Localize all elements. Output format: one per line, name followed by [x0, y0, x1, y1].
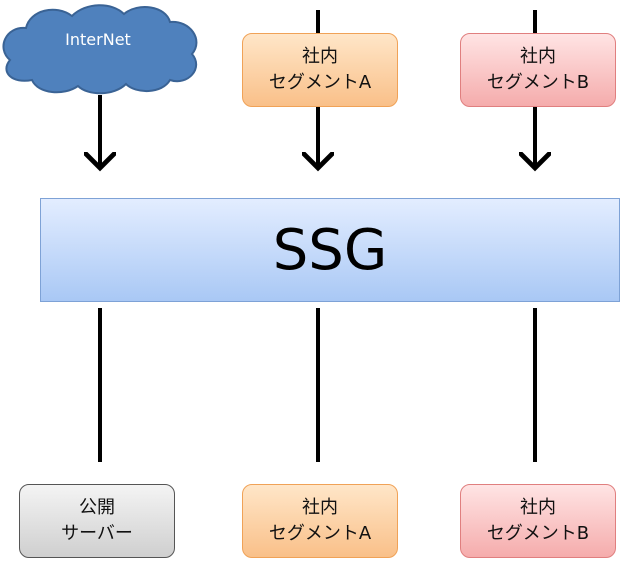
top-segment-b-line2: セグメントB	[486, 72, 590, 93]
top-segment-a-box: 社内 セグメントA	[242, 33, 398, 107]
bottom-public-server-line2: サーバー	[61, 523, 133, 544]
bottom-segment-a-line1: 社内	[302, 497, 338, 518]
bottom-segment-b-line2: セグメントB	[486, 523, 590, 544]
bottom-segment-a-line2: セグメントA	[268, 523, 372, 544]
top-segment-a-line1: 社内	[302, 46, 338, 67]
bottom-segment-a-box: 社内 セグメントA	[242, 484, 398, 558]
bottom-public-server-line1: 公開	[79, 497, 115, 518]
bottom-segment-b-line1: 社内	[520, 497, 556, 518]
top-segment-b-line1: 社内	[520, 46, 556, 67]
top-segment-b-box: 社内 セグメントB	[460, 33, 616, 107]
bottom-public-server-box: 公開 サーバー	[19, 484, 175, 558]
bottom-segment-b-box: 社内 セグメントB	[460, 484, 616, 558]
ssg-box: SSG	[40, 198, 620, 302]
internet-label: InterNet	[65, 30, 131, 49]
internet-cloud-shape	[2, 4, 198, 95]
top-segment-a-line2: セグメントA	[268, 72, 372, 93]
